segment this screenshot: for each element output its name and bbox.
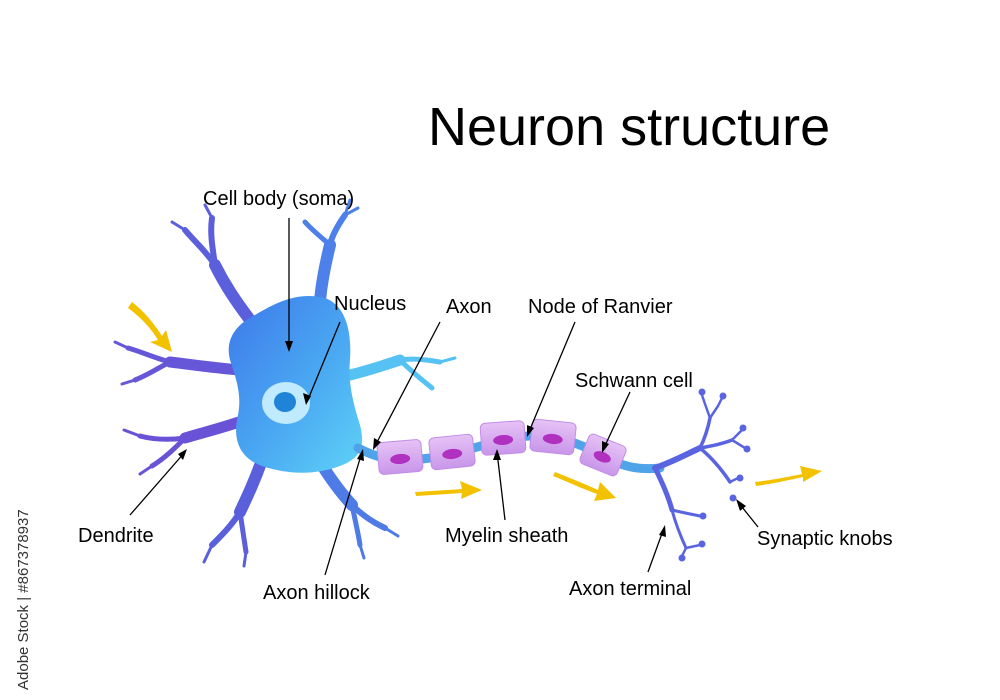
nucleolus (274, 392, 296, 412)
axon-terminal (652, 393, 747, 558)
leader-dendrite (129, 451, 186, 516)
leader-nucleus (306, 321, 341, 403)
label-dendrite: Dendrite (78, 525, 154, 547)
label-axon: Axon (446, 296, 492, 318)
label-synaptic-knobs: Synaptic knobs (757, 528, 893, 550)
schwann-cell (479, 420, 527, 456)
label-schwann-cell: Schwann cell (575, 370, 693, 392)
label-myelin-sheath: Myelin sheath (445, 525, 568, 547)
synaptic-knob (729, 494, 737, 502)
leader-myelin-sheath (496, 451, 506, 521)
synaptic-knob (678, 554, 686, 562)
stock-id-text: Adobe Stock | #867378937 (15, 509, 32, 690)
dendrite-bottom-right (314, 456, 400, 560)
dendrite-bottom-left (202, 454, 268, 568)
leader-lines (129, 218, 759, 576)
schwann-cell (529, 418, 577, 456)
synaptic-knob (719, 392, 727, 400)
myelin-sheath (376, 418, 627, 477)
leader-node-of-ranvier (527, 321, 576, 435)
nucleus (262, 382, 310, 424)
dendrite-top-left (170, 203, 256, 326)
label-axon-terminal: Axon terminal (569, 578, 691, 600)
label-nucleus: Nucleus (334, 293, 406, 315)
synaptic-knob (698, 388, 706, 396)
schwann-cell (579, 433, 627, 477)
signal-arrow-icon (755, 466, 822, 486)
dendrite-top-right (302, 198, 360, 306)
signal-arrow-icon (128, 302, 172, 352)
synaptic-knob (743, 445, 751, 453)
label-cell-body: Cell body (soma) (203, 188, 354, 210)
dendrite-right (344, 354, 457, 391)
dendrite-left-upper (113, 340, 246, 386)
diagram-title: Neuron structure (428, 97, 830, 157)
synaptic-knob (699, 512, 707, 520)
signal-arrow-icon (553, 472, 616, 501)
signal-arrows (128, 302, 822, 501)
synaptic-knob (736, 474, 744, 482)
leader-schwann-cell (602, 391, 631, 451)
schwann-cell (376, 439, 424, 475)
schwann-cell (428, 433, 476, 471)
synaptic-knob (698, 540, 706, 548)
leader-axon-hillock (324, 451, 363, 576)
synaptic-knobs (678, 388, 751, 562)
synaptic-knob (739, 424, 747, 432)
leader-arrowheads (178, 341, 746, 537)
signal-arrow-icon (415, 481, 482, 499)
label-node-of-ranvier: Node of Ranvier (528, 296, 673, 318)
label-axon-hillock: Axon hillock (263, 582, 371, 604)
leader-axon (374, 321, 441, 447)
dendrite-left-lower (122, 414, 251, 476)
